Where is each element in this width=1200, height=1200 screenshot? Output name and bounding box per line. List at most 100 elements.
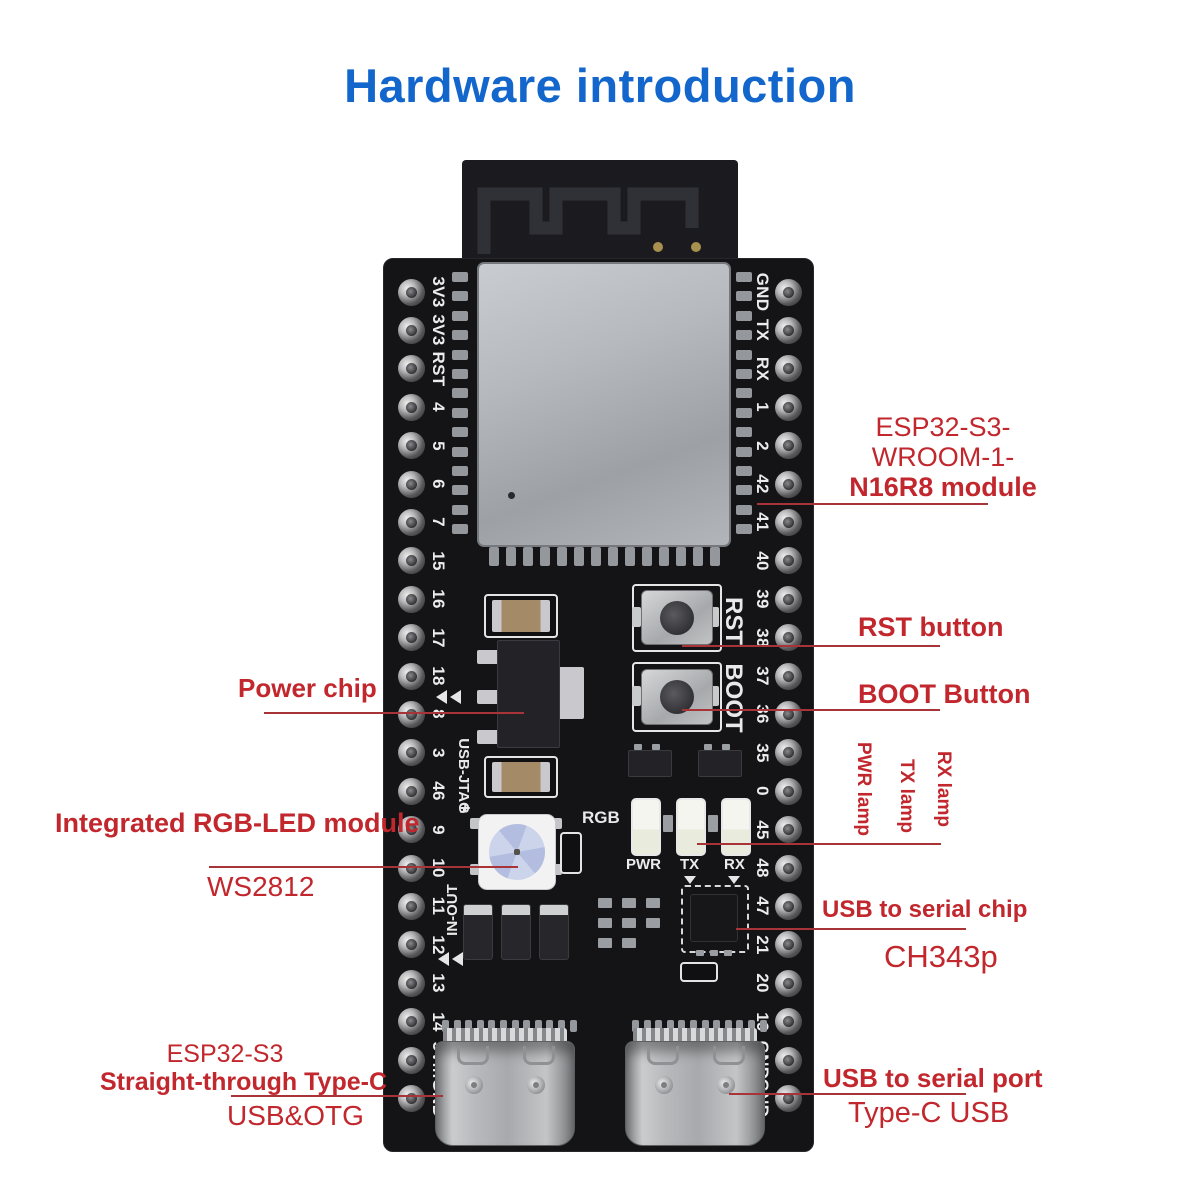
module-pad bbox=[452, 349, 468, 360]
module-annotation-line2: WROOM-1- bbox=[871, 442, 1015, 473]
boot-button-flange bbox=[632, 686, 641, 706]
pwr-led bbox=[631, 798, 661, 856]
usb-notch bbox=[457, 1046, 489, 1065]
usb-screw bbox=[717, 1076, 735, 1094]
rst-button[interactable] bbox=[641, 590, 713, 645]
power-chip-leg bbox=[477, 730, 499, 744]
pwr-silkscreen-label: PWR bbox=[626, 856, 661, 873]
pin-hole bbox=[397, 816, 425, 844]
otg-annotation: ESP32-S3 Straight-through Type-C bbox=[100, 1040, 387, 1096]
arrow-icon bbox=[728, 876, 740, 884]
usb-notch bbox=[647, 1046, 679, 1065]
pin-hole bbox=[397, 278, 425, 306]
power-chip-leg bbox=[477, 650, 499, 664]
usb-pad bbox=[546, 1020, 554, 1032]
pin-hole bbox=[397, 777, 425, 805]
capacitor-bottom bbox=[484, 756, 558, 798]
rgb-silkscreen-label: RGB bbox=[582, 808, 620, 827]
rst-annotation: RST button bbox=[858, 612, 1004, 642]
module-pad bbox=[736, 388, 752, 399]
pin-hole bbox=[397, 1084, 425, 1112]
module-pad bbox=[736, 291, 752, 302]
otg-pointer-line bbox=[231, 1095, 443, 1097]
module-pad bbox=[736, 466, 752, 476]
power-chip-tab bbox=[556, 667, 584, 719]
usb-screw bbox=[465, 1076, 483, 1094]
smd-capacitor bbox=[539, 904, 569, 960]
module-pad bbox=[736, 349, 752, 360]
pin-hole bbox=[397, 1008, 425, 1036]
usb-c-serial-port[interactable] bbox=[625, 1028, 765, 1146]
rst-button-flange bbox=[710, 607, 719, 627]
pin-hole bbox=[774, 892, 802, 920]
usb-notch bbox=[713, 1046, 745, 1065]
module-pad bbox=[452, 446, 468, 457]
usb-pad bbox=[465, 1020, 473, 1032]
power-chip-annotation: Power chip bbox=[238, 673, 377, 703]
module-pad bbox=[574, 547, 584, 566]
usb-serial-port-annotation: USB to serial port bbox=[823, 1063, 1043, 1093]
module-pad bbox=[452, 272, 468, 282]
usb-pad bbox=[701, 1020, 709, 1032]
module-pad bbox=[452, 524, 468, 535]
pin-hole bbox=[774, 739, 802, 767]
boot-button-flange bbox=[710, 686, 719, 706]
arrow-icon bbox=[452, 952, 463, 966]
usb-c-otg-port[interactable] bbox=[435, 1028, 575, 1146]
pin-hole bbox=[397, 470, 425, 498]
rx-lamp-annotation: RX lamp bbox=[933, 750, 954, 828]
pin-hole bbox=[397, 624, 425, 652]
ws2812-lens bbox=[489, 824, 545, 880]
smd-component bbox=[680, 962, 718, 982]
module-pad bbox=[693, 547, 703, 566]
module-pad bbox=[557, 547, 567, 566]
pin-hole bbox=[774, 470, 802, 498]
shield-dot bbox=[508, 492, 515, 499]
usb-pad bbox=[632, 1020, 639, 1032]
pin-hole bbox=[774, 547, 802, 575]
usb-pad bbox=[713, 1020, 721, 1032]
usb-pad bbox=[569, 1020, 577, 1032]
ws2812-pad bbox=[470, 818, 484, 829]
usb-pad bbox=[736, 1020, 744, 1032]
esp32-module-shield bbox=[477, 262, 731, 547]
pin-hole bbox=[397, 316, 425, 344]
ws2812-rgb-led bbox=[478, 814, 556, 890]
module-pad bbox=[591, 547, 601, 566]
boot-button[interactable] bbox=[641, 669, 713, 725]
antenna-section bbox=[462, 160, 738, 262]
otg-annotation-line1: ESP32-S3 bbox=[166, 1040, 284, 1068]
ch343p-annotation: CH343p bbox=[884, 939, 998, 974]
ws2812-pad bbox=[470, 864, 484, 875]
ws2812-annotation: WS2812 bbox=[207, 871, 315, 902]
module-pad bbox=[736, 407, 752, 418]
boot-annotation: BOOT Button bbox=[858, 679, 1031, 709]
pin-hole bbox=[774, 969, 802, 997]
pin-hole bbox=[774, 1008, 802, 1036]
usb-pad bbox=[476, 1020, 484, 1032]
module-pad bbox=[452, 388, 468, 399]
module-pad bbox=[452, 485, 468, 496]
module-pad bbox=[452, 407, 468, 418]
usb-pad bbox=[748, 1020, 755, 1032]
module-pad bbox=[736, 524, 752, 535]
usb-pad bbox=[759, 1020, 767, 1032]
module-pad bbox=[736, 310, 752, 321]
module-pad bbox=[489, 547, 499, 566]
arrow-icon bbox=[438, 952, 449, 966]
module-pad bbox=[608, 547, 618, 566]
usb-screw bbox=[527, 1076, 545, 1094]
usb-pad bbox=[678, 1020, 686, 1032]
pwr-lamp-annotation: PWR lamp bbox=[853, 742, 874, 836]
pin-hole bbox=[397, 969, 425, 997]
module-pad bbox=[452, 427, 468, 438]
pin-hole bbox=[774, 278, 802, 306]
pin-hole bbox=[774, 393, 802, 421]
module-pad bbox=[452, 291, 468, 302]
usb-pins bbox=[443, 1028, 567, 1043]
module-pad bbox=[736, 272, 752, 282]
power-chip bbox=[497, 640, 560, 748]
module-pad bbox=[540, 547, 550, 566]
